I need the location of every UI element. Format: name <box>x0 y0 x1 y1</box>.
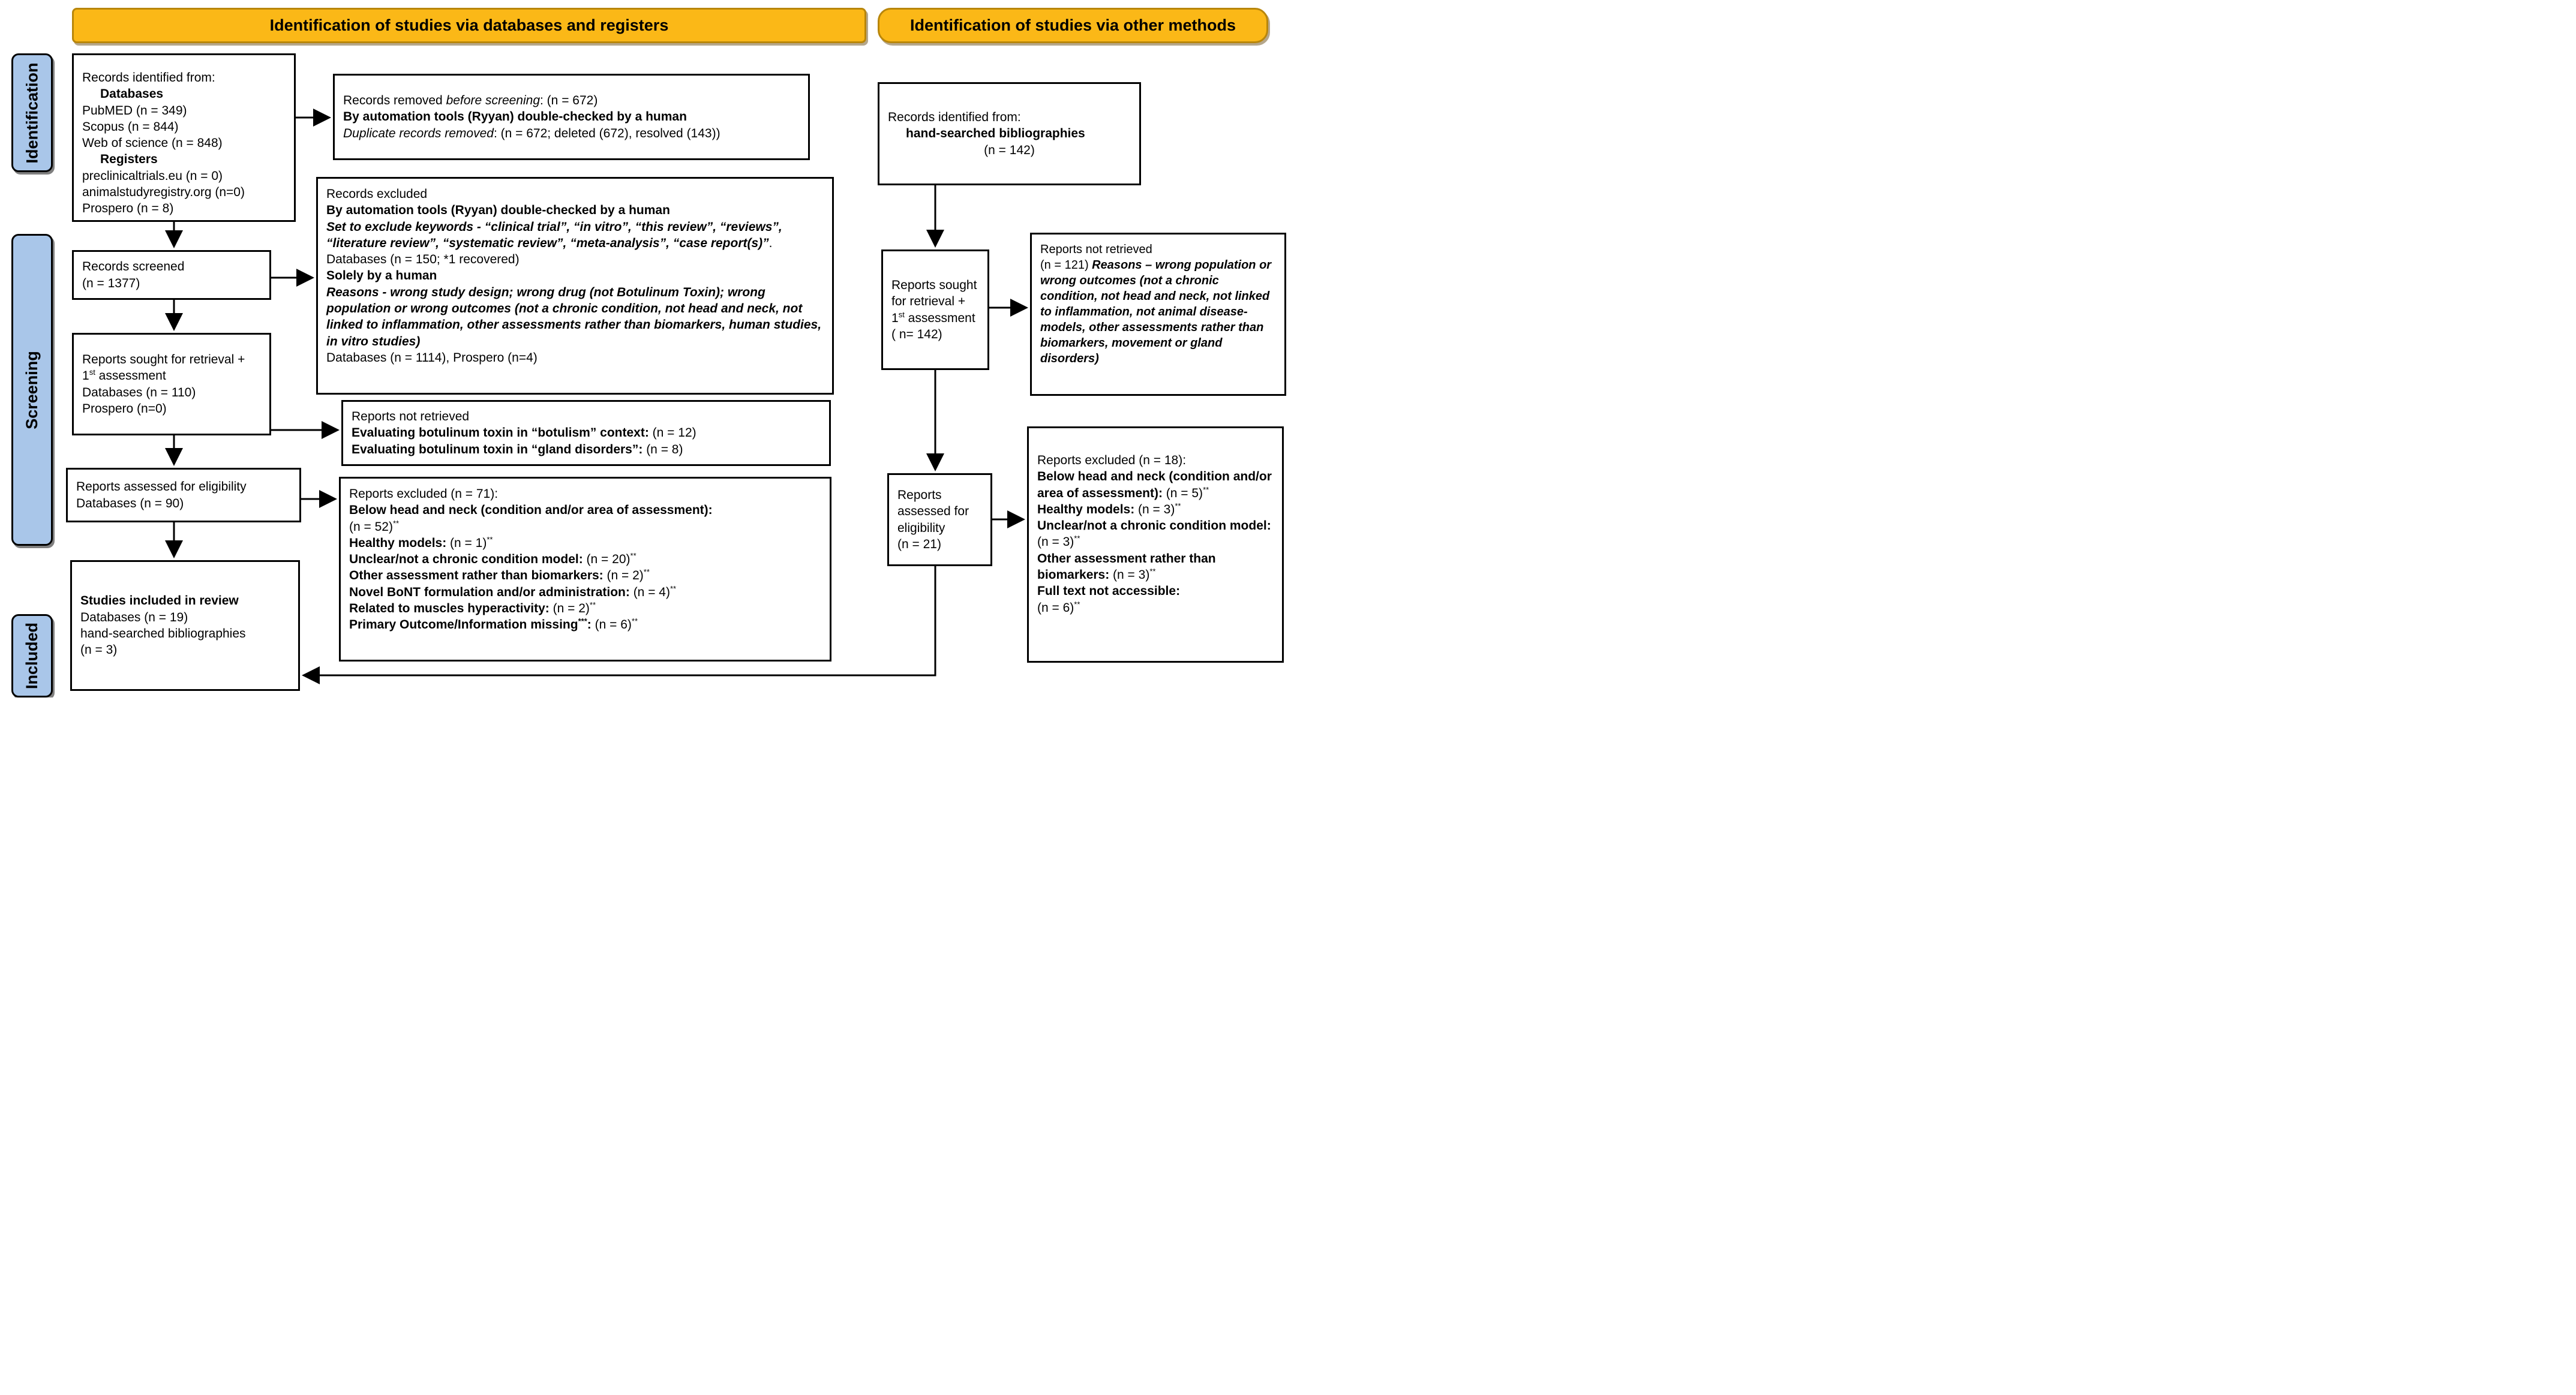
text-line: (n = 142) <box>984 143 1035 157</box>
text-line: Reports assessed for eligibility <box>897 488 969 535</box>
text-line: Records excluded <box>326 187 428 201</box>
text-line: By automation tools (Ryyan) double-check… <box>326 203 670 218</box>
text-line: preclinicaltrials.eu (n = 0) <box>82 169 223 183</box>
box-reports-not-retrieved-other: Reports not retrieved (n = 121) Reasons –… <box>1030 233 1286 396</box>
text-line: Other assessment rather than biomarkers:… <box>1037 551 1216 582</box>
banner-databases-label: Identification of studies via databases … <box>269 16 669 34</box>
phase-included-label: Included <box>23 622 41 690</box>
text-line: Solely by a human <box>326 269 437 283</box>
text-line: Prospero (n = 8) <box>82 202 174 216</box>
text-line: Reports excluded (n = 18): <box>1037 453 1187 467</box>
text-line: hand-searched bibliographies <box>80 627 246 641</box>
text-line: hand-searched bibliographies <box>906 127 1085 141</box>
text-line: Healthy models: (n = 1)** <box>349 534 493 550</box>
text-line: Reports excluded (n = 71): <box>349 487 499 501</box>
text-line: Databases (n = 1114), Prospero (n=4) <box>326 350 538 365</box>
text-line: Reports sought for retrieval + 1st asses… <box>82 352 245 383</box>
phase-identification-label: Identification <box>23 62 41 163</box>
text-line: Healthy models: (n = 3)** <box>1037 501 1181 516</box>
phase-tab-identification: Identification <box>11 53 53 172</box>
text-line: Unclear/not a chronic condition model: (… <box>349 551 637 567</box>
text-line: (n = 121) Reasons – wrong population or … <box>1040 258 1272 365</box>
phase-tab-included: Included <box>11 614 53 698</box>
text-line: Prospero (n=0) <box>82 401 167 416</box>
text-line: Records identified from: <box>82 71 215 85</box>
text-line: Databases (n = 19) <box>80 610 188 624</box>
text-line: By automation tools (Ryyan) double-check… <box>343 110 687 124</box>
text-line: Records screened <box>82 260 185 274</box>
text-line: Duplicate records removed: (n = 672; del… <box>343 126 720 140</box>
text-line: Unclear/not a chronic condition model: (… <box>1037 519 1271 549</box>
text-line: Below head and neck (condition and/or ar… <box>349 503 713 518</box>
text-line: Evaluating botulinum toxin in “gland dis… <box>352 442 683 456</box>
prisma-flow-diagram: Identification of studies via databases … <box>0 0 1288 698</box>
text-line: Other assessment rather than biomarkers:… <box>349 567 650 583</box>
box-records-identified-other: Records identified from: hand-searched bi… <box>878 82 1141 185</box>
text-line: Reasons - wrong study design; wrong drug… <box>326 285 822 348</box>
text-line: (n = 21) <box>897 537 941 551</box>
text-line: (n = 6)** <box>1037 599 1080 615</box>
text-line: Related to muscles hyperactivity: (n = 2… <box>349 600 596 616</box>
text-line: Studies included in review <box>80 594 239 608</box>
text-line: (n = 52)** <box>349 518 400 534</box>
text-line: animalstudyregistry.org (n=0) <box>82 185 245 200</box>
text-line: Primary Outcome/Information missing***: … <box>349 617 638 632</box>
text-line: Below head and neck (condition and/or ar… <box>1037 470 1272 500</box>
box-reports-excluded-71: Reports excluded (n = 71): Below head and… <box>339 477 831 662</box>
text-line: Reports not retrieved <box>1040 243 1152 256</box>
text-line: (n = 1377) <box>82 276 140 290</box>
text-line: Registers <box>100 152 158 167</box>
box-records-excluded: Records excluded By automation tools (Ryy… <box>316 177 834 395</box>
text-line: Reports sought for retrieval + 1st asses… <box>891 278 977 325</box>
banner-other-label: Identification of studies via other meth… <box>909 16 1236 34</box>
box-reports-sought-other: Reports sought for retrieval + 1st asses… <box>881 249 989 370</box>
text-line: Set to exclude keywords - “clinical tria… <box>326 220 782 267</box>
text-line: ( n= 142) <box>891 327 942 341</box>
text-line: Evaluating botulinum toxin in “botulism”… <box>352 426 696 440</box>
text-line: Reports not retrieved <box>352 410 470 424</box>
text-line: Databases <box>100 87 164 101</box>
banner-other-methods: Identification of studies via other meth… <box>878 8 1268 43</box>
phase-screening-label: Screening <box>23 350 41 429</box>
text-line: Scopus (n = 844) <box>82 119 179 134</box>
box-reports-sought-databases: Reports sought for retrieval + 1st asses… <box>72 333 271 435</box>
box-records-screened: Records screened (n = 1377) <box>72 250 271 300</box>
box-reports-excluded-18: Reports excluded (n = 18): Below head and… <box>1027 426 1284 663</box>
text-line: Full text not accessible: <box>1037 584 1181 599</box>
text-line: Records removed before screening: (n = 6… <box>343 94 598 108</box>
phase-tab-screening: Screening <box>11 234 53 546</box>
box-reports-assessed-other: Reports assessed for eligibility (n = 21… <box>887 473 992 566</box>
text-line: Reports assessed for eligibility <box>76 480 247 494</box>
text-line: Databases (n = 110) <box>82 385 196 399</box>
box-records-removed-before-screening: Records removed before screening: (n = 6… <box>333 74 810 160</box>
text-line: PubMED (n = 349) <box>82 103 187 118</box>
text-line: Databases (n = 90) <box>76 496 184 510</box>
text-line: Web of science (n = 848) <box>82 136 223 151</box>
text-line: Novel BoNT formulation and/or administra… <box>349 584 677 599</box>
text-line: Records identified from: <box>888 110 1021 125</box>
text-line: (n = 3) <box>80 643 118 657</box>
banner-databases-registers: Identification of studies via databases … <box>72 8 866 43</box>
